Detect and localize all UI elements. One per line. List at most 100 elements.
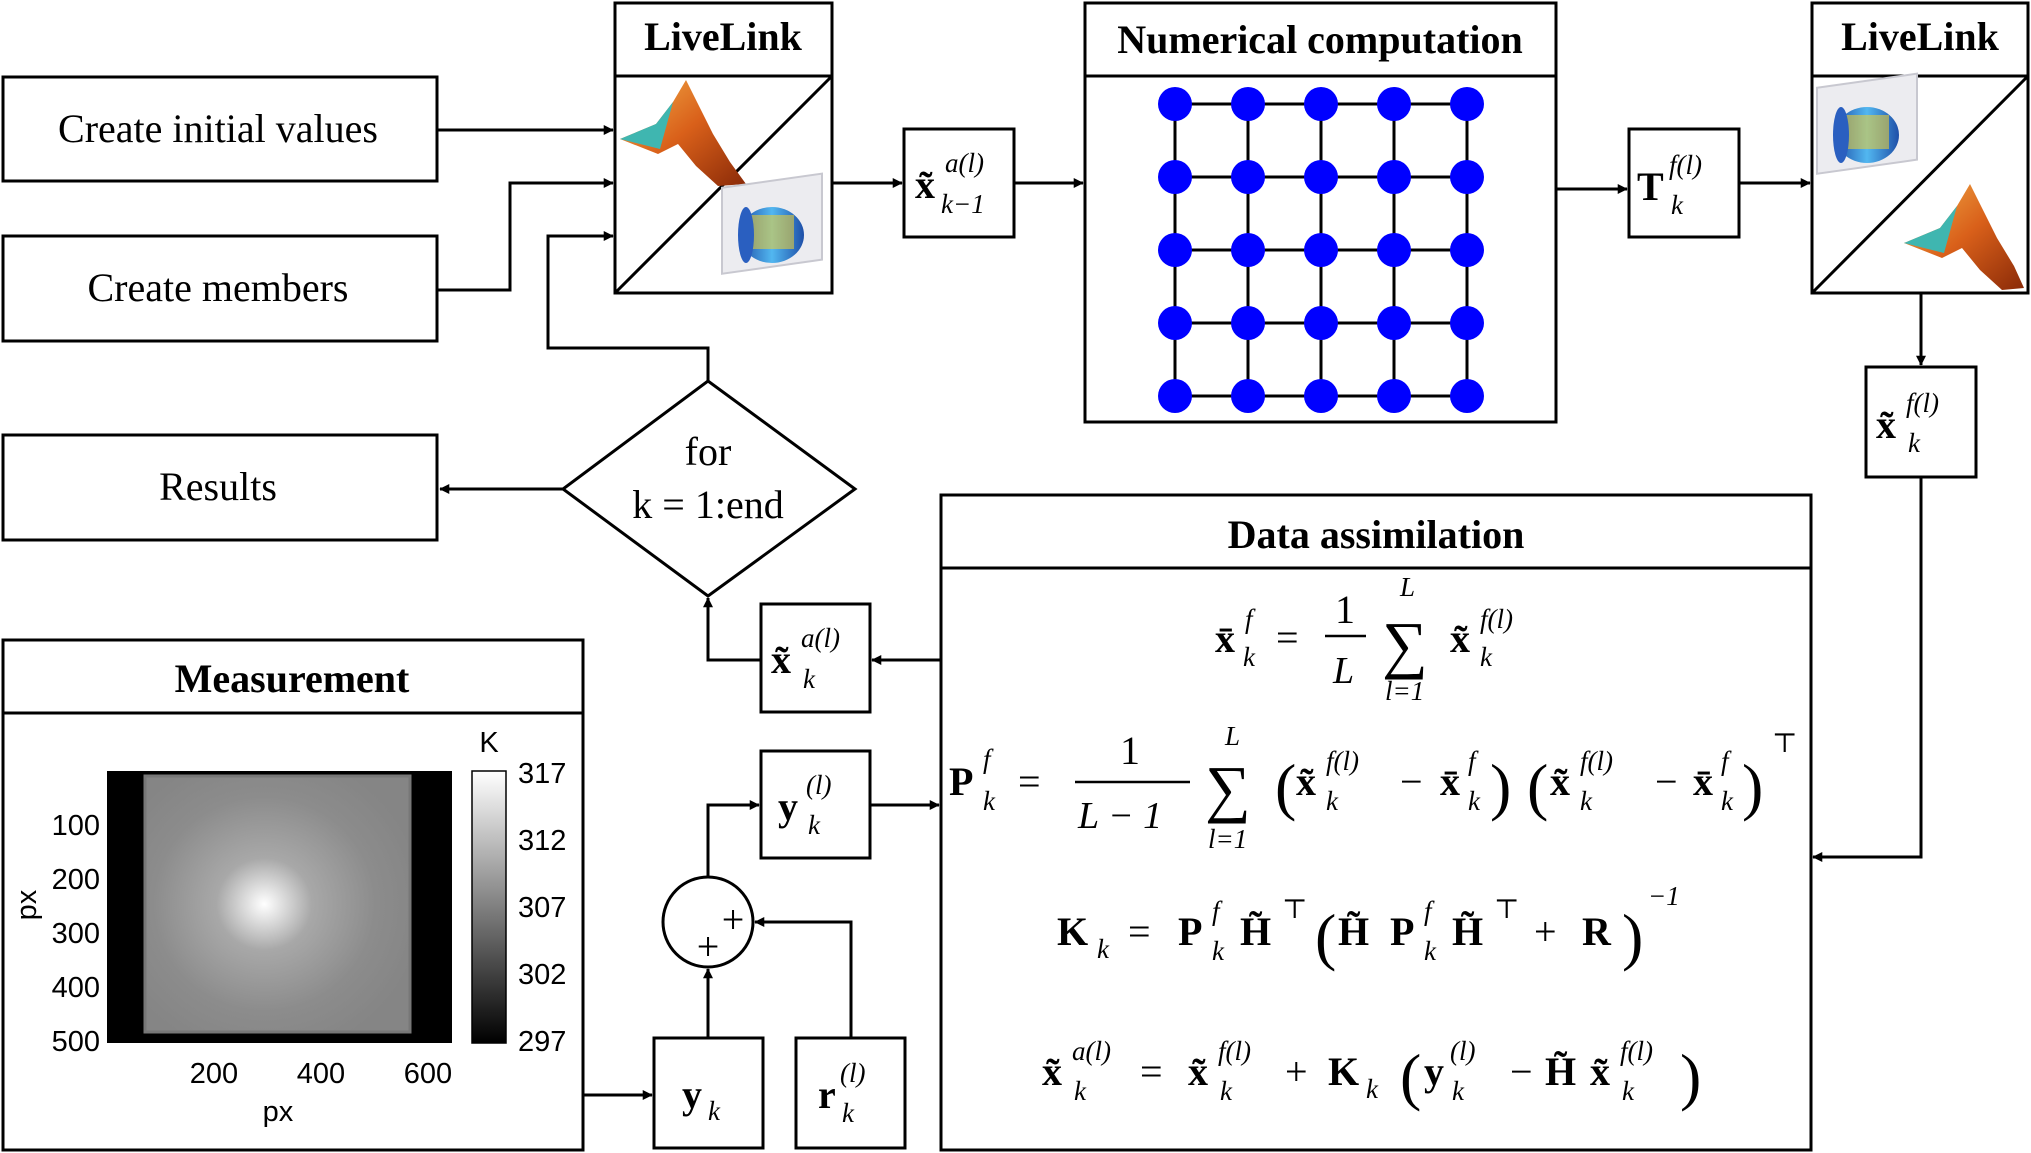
svg-text:R: R: [1582, 909, 1612, 954]
svg-text:k: k: [1097, 934, 1110, 964]
svg-text:): ): [1622, 901, 1643, 972]
svg-text:−: −: [1655, 759, 1678, 804]
x-forecast-base: x̃: [1876, 402, 1896, 447]
arrow-loop-to-livelink: [546, 231, 710, 381]
svg-text:+: +: [1534, 909, 1557, 954]
y-measured-base: y: [682, 1072, 702, 1117]
svg-text:f: f: [983, 744, 994, 774]
T-forecast-sup: f(l): [1669, 150, 1702, 180]
svg-text:k: k: [1424, 936, 1437, 966]
svg-text:=: =: [1276, 615, 1299, 660]
svg-text:L − 1: L − 1: [1077, 795, 1162, 837]
svg-text:): ): [1742, 751, 1763, 822]
colorbar-tick-label: 297: [518, 1026, 566, 1058]
x-forecast-sup: f(l): [1906, 388, 1939, 418]
svg-text:x̃: x̃: [1450, 616, 1470, 661]
equation-covariance: P f k = 1 L − 1 L ∑ l=1 ( x̃ f(l) k − x̄…: [949, 721, 1797, 854]
svg-text:x̃: x̃: [1042, 1049, 1062, 1094]
svg-text:f: f: [1245, 604, 1256, 634]
svg-text:∑: ∑: [1382, 609, 1428, 680]
x-analysis-box: x̃ a(l) k: [759, 602, 872, 714]
svg-text:(: (: [1275, 751, 1296, 822]
arrow-xanalysis-to-loop: [703, 597, 761, 662]
svg-text:k: k: [1480, 642, 1493, 672]
svg-text:k: k: [1220, 1076, 1233, 1106]
svg-text:f(l): f(l): [1326, 746, 1359, 776]
y-member-base: y: [778, 784, 798, 829]
svg-text:k: k: [1326, 786, 1339, 816]
svg-text:+: +: [1285, 1049, 1308, 1094]
grid-node: [1231, 160, 1265, 194]
svg-text:x̄: x̄: [1215, 616, 1235, 661]
grid-node: [1304, 233, 1338, 267]
svg-text:(: (: [1400, 1041, 1421, 1112]
r-noise-base: r: [818, 1072, 836, 1117]
svg-text:k: k: [1243, 642, 1256, 672]
y-member-sub: k: [808, 810, 821, 840]
svg-text:a(l): a(l): [1072, 1036, 1111, 1066]
svg-text:k: k: [1366, 1074, 1379, 1104]
svg-text:P: P: [949, 759, 973, 804]
grid-node: [1377, 379, 1411, 413]
numerical-computation-title: Numerical computation: [1117, 17, 1523, 62]
svg-text:x̃: x̃: [1590, 1049, 1610, 1094]
loop-decision: for k = 1:end: [560, 379, 858, 598]
svg-text:k: k: [1468, 786, 1481, 816]
measurement-heatmap: [107, 771, 452, 1043]
x-analysis-sub: k: [803, 664, 816, 694]
svg-text:⊤: ⊤: [1772, 728, 1797, 758]
colorbar-tick-label: 302: [518, 959, 566, 991]
grid-node: [1158, 379, 1192, 413]
grid-node: [1304, 87, 1338, 121]
create-members-box: Create members: [1, 234, 439, 343]
T-forecast-sub: k: [1671, 190, 1684, 220]
grid-node: [1450, 233, 1484, 267]
colorbar-tick-label: 307: [518, 892, 566, 924]
equation-kalman-gain: K k = P f k H̃ ⊤ ( H̃ P f k H̃ ⊤ + R ) −…: [1057, 881, 1680, 972]
y-member-box: y (l) k: [759, 749, 872, 860]
r-noise-sub: k: [842, 1098, 855, 1128]
grid-node: [1231, 306, 1265, 340]
svg-text:1: 1: [1335, 587, 1355, 632]
svg-text:k: k: [1580, 786, 1593, 816]
matlab-logo-icon: [620, 80, 746, 186]
svg-text:H̃: H̃: [1338, 909, 1369, 954]
svg-text:x̄: x̄: [1693, 759, 1713, 804]
svg-text:l=1: l=1: [1208, 824, 1247, 854]
svg-text:f(l): f(l): [1620, 1036, 1653, 1066]
comsol-logo-icon: [721, 172, 823, 275]
create-members-label: Create members: [88, 265, 349, 310]
create-initial-values-label: Create initial values: [58, 106, 378, 151]
livelink-right-title: LiveLink: [1841, 14, 2000, 59]
y-measured-sub: k: [708, 1096, 721, 1126]
T-forecast-base: T: [1637, 164, 1664, 209]
x-analysis-prev-box: x̃ a(l) k−1: [902, 127, 1016, 239]
numerical-computation-block: Numerical computation: [1083, 1, 1558, 424]
svg-text:⊤: ⊤: [1282, 894, 1307, 924]
svg-text:H̃: H̃: [1452, 909, 1483, 954]
y-tick-label: 500: [52, 1026, 100, 1058]
results-box: Results: [1, 433, 439, 542]
svg-text:−: −: [1510, 1049, 1533, 1094]
comsol-logo-icon: [1816, 72, 1918, 175]
grid-node: [1158, 160, 1192, 194]
svg-text:(: (: [1315, 901, 1336, 972]
x-tick-label: 400: [297, 1058, 345, 1090]
svg-text:H̃: H̃: [1240, 909, 1271, 954]
svg-text:f: f: [1468, 746, 1479, 776]
svg-text:1: 1: [1120, 728, 1140, 773]
grid-node: [1377, 87, 1411, 121]
grid-node: [1158, 87, 1192, 121]
arrow-rnoise-to-sum: [754, 917, 853, 1038]
y-measured-box: y k: [652, 1036, 765, 1150]
grid-node: [1231, 379, 1265, 413]
svg-text:K: K: [1328, 1049, 1359, 1094]
grid-node: [1158, 233, 1192, 267]
grid-node: [1304, 160, 1338, 194]
y-tick-label: 400: [52, 972, 100, 1004]
results-label: Results: [159, 464, 277, 509]
svg-text:): ): [1680, 1041, 1701, 1112]
